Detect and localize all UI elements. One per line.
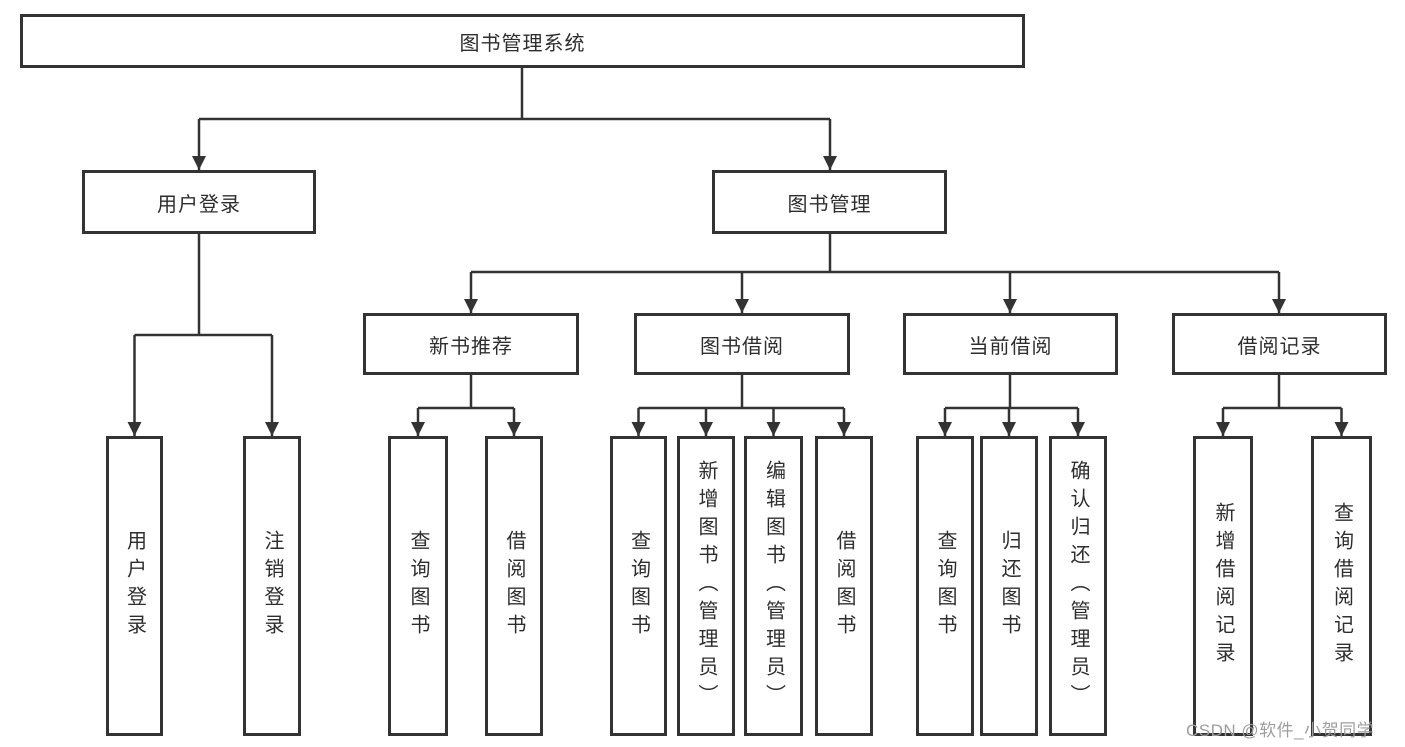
node-root-library-system: 图书管理系统 <box>20 14 1025 68</box>
leaf-label: 新增借阅记录 <box>1212 502 1234 670</box>
node-current-borrowing: 当前借阅 <box>903 313 1118 375</box>
leaf-query-books-2: 查询图书 <box>610 436 667 736</box>
node-label: 当前借阅 <box>968 335 1053 358</box>
node-label: 新书推荐 <box>429 335 513 358</box>
node-borrow-records: 借阅记录 <box>1172 313 1387 375</box>
leaf-edit-book-admin: 编辑图书（管理员） <box>744 436 803 736</box>
leaf-add-borrow-record: 新增借阅记录 <box>1193 436 1253 736</box>
leaf-user-login: 用户登录 <box>106 436 163 736</box>
node-label: 图书管理系统 <box>459 32 586 55</box>
leaf-label: 借阅图书 <box>503 530 525 642</box>
node-label: 用户登录 <box>157 193 241 216</box>
node-label: 借阅记录 <box>1237 335 1322 358</box>
leaf-logout: 注销登录 <box>243 436 301 736</box>
leaf-label: 归还图书 <box>998 530 1020 642</box>
leaf-label: 编辑图书（管理员） <box>762 460 785 712</box>
leaf-borrow-books-1: 借阅图书 <box>485 436 543 736</box>
leaf-add-book-admin: 新增图书（管理员） <box>677 436 735 736</box>
node-label: 图书管理 <box>787 193 872 216</box>
leaf-label: 用户登录 <box>123 530 146 642</box>
node-book-borrowing: 图书借阅 <box>634 313 850 375</box>
leaf-query-books-3: 查询图书 <box>916 436 974 736</box>
node-new-book-recommend: 新书推荐 <box>363 313 579 375</box>
leaf-query-books-1: 查询图书 <box>388 436 448 736</box>
leaf-label: 查询图书 <box>407 530 429 642</box>
leaf-label: 新增图书（管理员） <box>695 460 717 712</box>
leaf-label: 查询图书 <box>934 530 956 642</box>
leaf-return-books: 归还图书 <box>980 436 1038 736</box>
leaf-label: 查询图书 <box>627 530 650 642</box>
leaf-label: 确认归还（管理员） <box>1067 460 1089 712</box>
node-book-management: 图书管理 <box>712 170 947 234</box>
leaf-confirm-return-admin: 确认归还（管理员） <box>1049 436 1107 736</box>
node-user-login: 用户登录 <box>82 170 316 234</box>
leaf-borrow-books-2: 借阅图书 <box>815 436 873 736</box>
leaf-query-borrow-record: 查询借阅记录 <box>1311 436 1372 736</box>
leaf-label: 查询借阅记录 <box>1330 502 1353 670</box>
csdn-watermark: CSDN @软件_小贺同学 <box>1186 721 1375 740</box>
node-label: 图书借阅 <box>700 335 784 358</box>
leaf-label: 借阅图书 <box>833 530 855 642</box>
leaf-label: 注销登录 <box>261 530 283 642</box>
